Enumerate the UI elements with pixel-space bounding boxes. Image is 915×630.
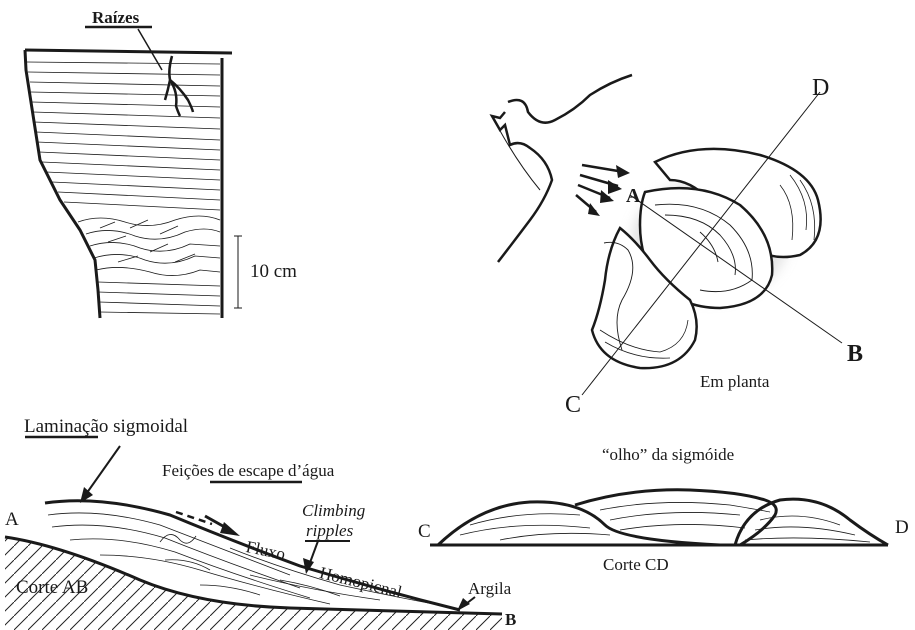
plan-point-d: D (812, 76, 829, 100)
section-ab-caption: Corte AB (16, 578, 88, 597)
parallel-laminations (27, 62, 220, 210)
outcrop-profile (25, 27, 242, 318)
escape-features-label: Feições de escape d’água (162, 462, 334, 479)
scale-bar (234, 236, 242, 308)
ripples-label: ripples (306, 522, 353, 539)
sigmoid-lamination-label: Laminação sigmoidal (24, 417, 188, 436)
roots-label: Raízes (92, 9, 139, 26)
scale-label: 10 cm (250, 262, 297, 281)
section-cd-caption: Corte CD (603, 556, 669, 573)
clay-label: Argila (468, 580, 511, 597)
roots (165, 56, 193, 116)
plan-caption: Em planta (700, 373, 769, 390)
plan-point-c: C (565, 393, 581, 417)
section-point-d: D (895, 518, 909, 537)
section-cd (430, 490, 888, 545)
plan-view (492, 75, 842, 395)
climbing-label: Climbing (302, 502, 365, 519)
section-point-b: B (505, 611, 516, 628)
section-point-a: A (5, 510, 19, 529)
sigmoid-eye-label: “olho” da sigmóide (602, 446, 734, 463)
plan-point-a: A (626, 186, 640, 206)
section-point-c: C (418, 522, 431, 541)
plan-point-b: B (847, 342, 863, 366)
